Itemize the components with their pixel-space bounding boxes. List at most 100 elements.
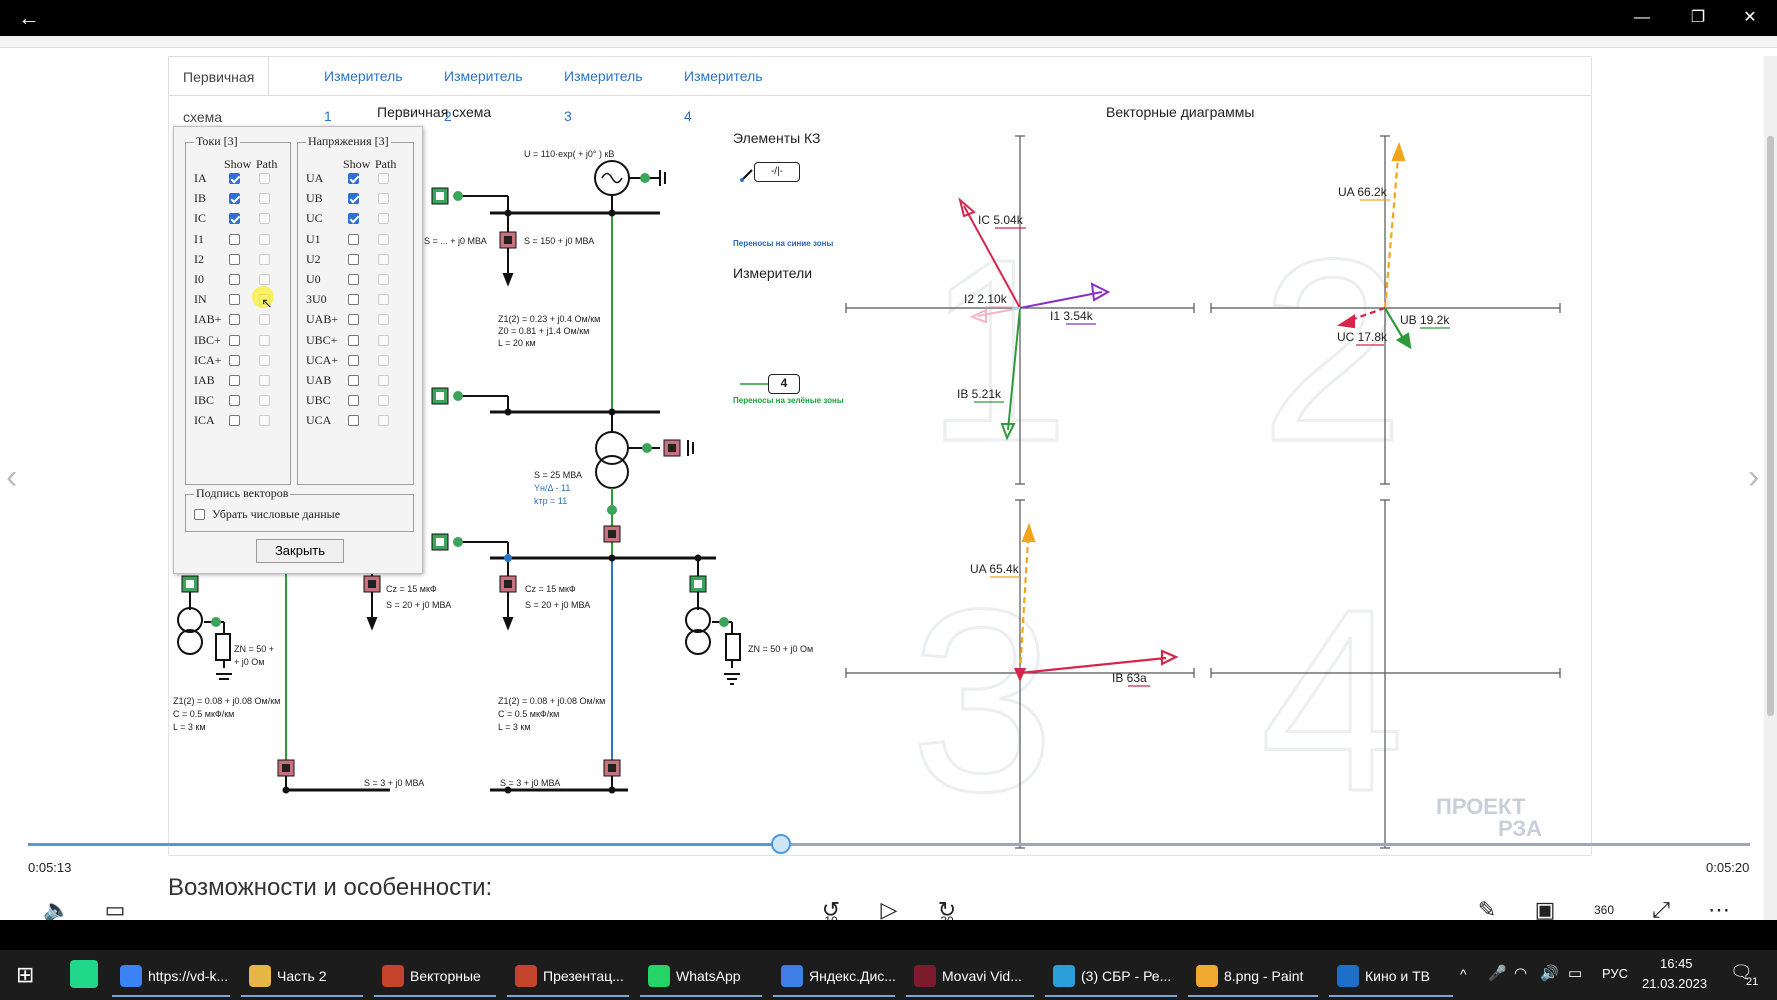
voltages-show-checkbox[interactable] [348, 233, 359, 245]
voltages-show-checkbox[interactable] [348, 213, 359, 225]
currents-show-checkbox[interactable] [229, 354, 240, 366]
currents-show-checkbox[interactable] [229, 233, 240, 245]
tab-meter-2[interactable]: Измеритель 2 [444, 68, 523, 124]
fault-element-widget[interactable]: -/|- [754, 162, 800, 182]
back-arrow-icon[interactable]: ← [18, 5, 40, 30]
fullscreen-icon[interactable]: ⤢ [1652, 897, 1670, 922]
voltages-show-checkbox[interactable] [348, 253, 359, 265]
network-icon[interactable]: ◠ [1514, 965, 1528, 982]
currents-path-checkbox[interactable] [259, 233, 270, 245]
currents-path-checkbox[interactable] [259, 415, 270, 427]
currents-path-checkbox[interactable] [259, 314, 270, 326]
clock-time[interactable]: 16:45 [1660, 956, 1693, 971]
currents-path-checkbox[interactable] [259, 173, 270, 184]
currents-show-checkbox[interactable] [229, 193, 240, 205]
taskbar-app-1[interactable]: https://vd-k... [112, 955, 230, 997]
pencil-icon[interactable]: ✎ [1477, 897, 1497, 922]
voltages-show-checkbox[interactable] [348, 193, 359, 205]
pycharm-icon[interactable] [70, 960, 98, 988]
taskbar-app-7[interactable]: Movavi Vid... [906, 955, 1034, 997]
voltages-show-checkbox[interactable] [348, 334, 359, 346]
currents-show-checkbox[interactable] [229, 253, 240, 265]
previous-slide-icon[interactable]: ‹ [6, 458, 18, 496]
subtitles-icon[interactable]: ▭ [104, 897, 126, 922]
speaker-icon[interactable]: 🔊 [1540, 965, 1559, 982]
currents-show-checkbox[interactable] [229, 375, 240, 386]
currents-path-checkbox[interactable] [259, 375, 270, 386]
taskbar-app-2[interactable]: Часть 2 [241, 955, 363, 997]
scrollbar-thumb[interactable] [1767, 136, 1774, 716]
tab-meter-3[interactable]: Измеритель 3 [564, 68, 643, 124]
seek-thumb[interactable] [770, 834, 791, 854]
voltages-path-checkbox[interactable] [378, 253, 389, 265]
tab-primary-scheme[interactable]: Первичная схема [168, 56, 270, 125]
scrollbar[interactable] [1764, 56, 1777, 920]
voltages-path-checkbox[interactable] [378, 415, 389, 427]
currents-show-checkbox[interactable] [229, 415, 240, 427]
currents-path-checkbox[interactable] [259, 213, 270, 225]
tab-meter-1[interactable]: Измеритель 1 [324, 68, 403, 124]
voltages-path-checkbox[interactable] [378, 294, 389, 306]
currents-show-checkbox[interactable] [229, 213, 240, 225]
close-icon[interactable]: ✕ [1743, 9, 1757, 26]
tray-chevron-icon[interactable]: ^ [1460, 966, 1467, 982]
close-button[interactable]: Закрыть [256, 539, 344, 563]
voltages-path-checkbox[interactable] [378, 193, 389, 205]
hide-numbers-checkbox[interactable] [194, 509, 205, 520]
voltages-show-checkbox[interactable] [348, 173, 359, 184]
voltages-show-checkbox[interactable] [348, 415, 359, 427]
seek-bar[interactable] [28, 834, 1750, 854]
more-options-icon[interactable]: ⋯ [1708, 897, 1730, 922]
language-indicator[interactable]: РУС [1602, 966, 1629, 981]
next-slide-icon[interactable]: › [1748, 458, 1760, 496]
voltages-path-checkbox[interactable] [378, 233, 389, 245]
voltages-path-checkbox[interactable] [378, 314, 389, 326]
voltages-path-checkbox[interactable] [378, 354, 389, 366]
voltages-path-checkbox[interactable] [378, 213, 389, 225]
voltages-path-checkbox[interactable] [378, 395, 389, 407]
microphone-icon[interactable]: 🎤 [1488, 965, 1507, 982]
voltages-show-checkbox[interactable] [348, 274, 359, 285]
tab-meter-4[interactable]: Измеритель 4 [684, 68, 763, 124]
voltages-show-checkbox[interactable] [348, 375, 359, 386]
vr-360-label[interactable]: 360 [1593, 903, 1615, 917]
currents-path-checkbox[interactable] [259, 193, 270, 205]
restore-icon[interactable]: ❐ [1690, 9, 1706, 26]
currents-show-checkbox[interactable] [229, 395, 240, 407]
battery-icon[interactable]: ▭ [1568, 965, 1583, 982]
taskbar-app-3[interactable]: Векторные ... [374, 955, 496, 997]
currents-path-checkbox[interactable] [259, 395, 270, 407]
currents-show-checkbox[interactable] [229, 334, 240, 346]
mini-view-icon[interactable]: ▣ [1534, 897, 1556, 922]
currents-path-checkbox[interactable] [259, 334, 270, 346]
voltages-path-checkbox[interactable] [378, 334, 389, 346]
voltages-show-checkbox[interactable] [348, 314, 359, 326]
forward-icon[interactable]: ↻ [937, 897, 957, 922]
voltages-show-checkbox[interactable] [348, 294, 359, 306]
currents-show-checkbox[interactable] [229, 274, 240, 285]
rewind-icon[interactable]: ↺ [821, 897, 841, 922]
minimize-icon[interactable]: — [1634, 9, 1650, 26]
currents-path-checkbox[interactable] [259, 253, 270, 265]
voltages-show-checkbox[interactable] [348, 354, 359, 366]
voltages-path-checkbox[interactable] [378, 375, 389, 386]
notifications-icon[interactable]: 🗨 [1730, 962, 1753, 982]
clock-date[interactable]: 21.03.2023 [1642, 976, 1708, 991]
play-icon[interactable]: ▷ [880, 897, 898, 922]
taskbar-app-10[interactable]: Кино и ТВ [1329, 955, 1453, 997]
currents-path-checkbox[interactable] [259, 354, 270, 366]
windows-start-icon[interactable]: ⊞ [16, 962, 35, 987]
taskbar-app-4[interactable]: Презентац... [507, 955, 629, 997]
taskbar-app-6[interactable]: Яндекс.Дис... [773, 955, 896, 997]
currents-show-checkbox[interactable] [229, 294, 240, 306]
taskbar-app-5[interactable]: WhatsApp [640, 955, 762, 997]
volume-icon[interactable]: 🔈 [43, 897, 71, 922]
currents-show-checkbox[interactable] [229, 314, 240, 326]
voltages-path-checkbox[interactable] [378, 274, 389, 285]
voltages-path-checkbox[interactable] [378, 173, 389, 184]
taskbar-app-8[interactable]: (3) СБР - Ре... [1045, 955, 1177, 997]
currents-show-checkbox[interactable] [229, 173, 240, 184]
currents-path-checkbox[interactable] [259, 274, 270, 285]
meter-widget[interactable]: 4 [768, 374, 800, 394]
taskbar-app-9[interactable]: 8.png - Paint [1188, 955, 1318, 997]
